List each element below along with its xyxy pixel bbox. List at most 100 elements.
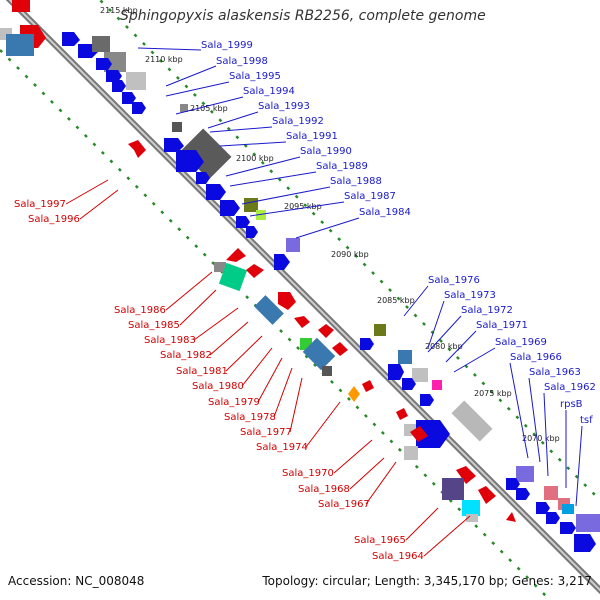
gene-block (442, 478, 464, 500)
gene-label: Sala_1991 (286, 131, 338, 142)
gene-arrow (106, 70, 122, 82)
reverse-genes (0, 28, 516, 522)
gene-block (374, 324, 386, 336)
gene-label: Sala_1999 (201, 40, 253, 51)
gene-block (254, 295, 284, 325)
gene-label: Sala_1971 (476, 320, 528, 331)
gene-label: Sala_1992 (272, 116, 324, 127)
gene-arrow (176, 150, 204, 172)
tick-label: 2085 kbp (377, 296, 415, 305)
gene-block (562, 504, 574, 514)
gene-label: tsf (580, 415, 593, 426)
gene-arrow (360, 338, 374, 350)
gene-arrow (546, 512, 560, 524)
tick-label: 2075 kbp (474, 389, 512, 398)
gene-label: Sala_1980 (192, 381, 244, 392)
gene-arrow (164, 138, 184, 152)
gene-label: Sala_1969 (495, 337, 547, 348)
gene-label: Sala_1962 (544, 382, 596, 393)
tick-label: 2110 kbp (145, 55, 183, 64)
gene-arrow (560, 522, 576, 534)
gene-label: Sala_1990 (300, 146, 352, 157)
gene-label: rpsB (560, 399, 583, 410)
gene-block (12, 0, 30, 12)
gene-block (180, 128, 232, 180)
gene-block (244, 198, 258, 212)
gene-block (92, 36, 110, 52)
gene-arrow (348, 386, 360, 402)
gene-arrow (456, 466, 476, 484)
gene-label: Sala_1977 (240, 427, 292, 438)
gene-label: Sala_1996 (28, 214, 80, 225)
gene-arrow (362, 380, 374, 392)
tick-track-reverse (0, 49, 551, 600)
gene-block (6, 34, 34, 56)
gene-arrow (396, 408, 408, 420)
accession-label: Accession: NC_008048 (8, 574, 145, 588)
backbone-line-inner (8, 0, 600, 592)
gene-arrow (274, 254, 290, 270)
gene-arrow (478, 486, 496, 504)
tick-label: 2115 kbp (100, 6, 138, 15)
gene-arrow (236, 216, 250, 228)
gene-block (214, 262, 226, 272)
gene-label: Sala_1964 (372, 551, 424, 562)
gene-label: Sala_1997 (14, 199, 66, 210)
gene-label: Sala_1973 (444, 290, 496, 301)
gene-label: Sala_1989 (316, 161, 368, 172)
gene-arrow (220, 200, 240, 216)
gene-label: Sala_1986 (114, 305, 166, 316)
gene-label: Sala_1987 (344, 191, 396, 202)
gene-label: Sala_1982 (160, 350, 212, 361)
tick-label: 2105 kbp (190, 104, 228, 113)
tick-label: 2095 kbp (284, 202, 322, 211)
gene-arrow (62, 32, 80, 46)
gene-label: Sala_1967 (318, 499, 370, 510)
gene-arrow (196, 172, 210, 184)
gene-block (398, 350, 412, 364)
gene-arrow (246, 264, 264, 278)
gene-block (462, 500, 480, 516)
gene-block (412, 368, 428, 382)
gene-arrow (420, 394, 434, 406)
gene-label: Sala_1995 (229, 71, 281, 82)
gene-label: Sala_1978 (224, 412, 276, 423)
gene-block (466, 514, 478, 522)
gene-block (404, 446, 418, 460)
reverse-leaders (65, 179, 471, 557)
gene-label: Sala_1983 (144, 335, 196, 346)
gene-arrow (132, 102, 146, 114)
gene-arrow (506, 512, 516, 522)
backbone-line-outer (5, 0, 600, 595)
gene-label: Sala_1988 (330, 176, 382, 187)
gene-label: Sala_1981 (176, 366, 228, 377)
map-title: Sphingopyxis alaskensis RB2256, complete… (120, 8, 486, 24)
gene-block (126, 72, 146, 90)
gene-block (286, 238, 300, 252)
forward-genes (12, 0, 600, 552)
gene-label: Sala_1985 (128, 320, 180, 331)
gene-label: Sala_1974 (256, 442, 308, 453)
gene-arrow (332, 342, 348, 356)
gene-block (516, 466, 534, 482)
gene-arrow (112, 80, 126, 92)
gene-label: Sala_1984 (359, 207, 411, 218)
gene-label: Sala_1968 (298, 484, 350, 495)
gene-block (544, 486, 558, 500)
gene-block (451, 400, 493, 442)
gene-arrow (96, 58, 112, 70)
gene-label: Sala_1963 (529, 367, 581, 378)
gene-block (218, 262, 248, 292)
gene-arrow (536, 502, 550, 514)
reverse-gene-labels: Sala_1997 Sala_1996 Sala_1986 Sala_1985 … (14, 199, 424, 562)
gene-arrow (318, 324, 334, 338)
tick-label: 2070 kbp (522, 434, 560, 443)
gene-arrow (402, 378, 416, 390)
gene-arrow (410, 426, 428, 442)
gene-arrow (226, 248, 246, 262)
gene-block (180, 104, 188, 112)
tick-label: 2100 kbp (236, 154, 274, 163)
gene-label: Sala_1965 (354, 535, 406, 546)
tick-label: 2080 kbp (425, 342, 463, 351)
